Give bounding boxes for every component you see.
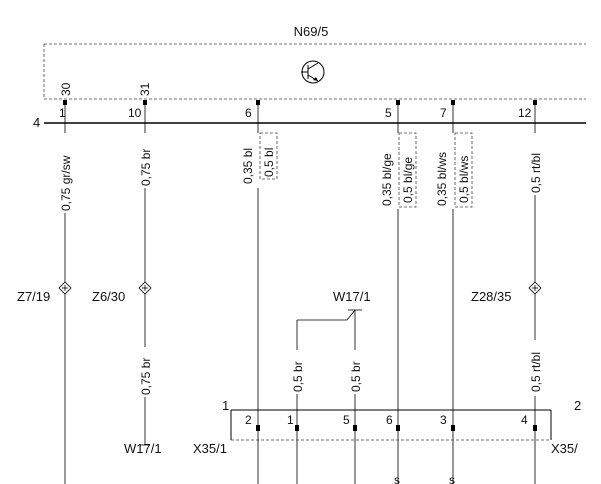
- module-pin-number: 1: [59, 106, 66, 120]
- splice-icon: [528, 281, 542, 295]
- wire-label: 0,5 br: [349, 361, 363, 392]
- connector-pin-number: 3: [440, 413, 447, 427]
- connector-label-left: X35/1: [193, 441, 227, 456]
- connector-edge-label: 2: [574, 398, 581, 413]
- transistor-icon: [301, 60, 325, 84]
- module-pin-number: 12: [518, 106, 532, 120]
- connector-pin-number: 1: [287, 413, 294, 427]
- bottom-mark: s: [449, 473, 455, 484]
- module-pin-number: 10: [128, 106, 142, 120]
- connector-edge-label: 1: [222, 398, 229, 413]
- splice-label: Z6/30: [92, 289, 125, 304]
- module-pin-number: 6: [245, 106, 252, 120]
- bus-label: 4: [33, 115, 40, 130]
- splice-label: Z7/19: [17, 289, 50, 304]
- connector-pin-number: 5: [343, 413, 350, 427]
- wire-label: 0,35 bl/ge: [380, 153, 394, 206]
- connector-pin-number: 6: [386, 413, 393, 427]
- connector-pin-number: 4: [521, 413, 528, 427]
- wire-label: 0,75 br: [139, 149, 153, 186]
- wire-label: 0,5 br: [291, 361, 305, 392]
- pin-top-label: 31: [138, 82, 152, 96]
- wire-label-alt: 0,5 bl/ge: [401, 157, 415, 203]
- alt-wire-box: [454, 132, 473, 208]
- wire-label-alt: 0,5 bl: [262, 148, 276, 177]
- wire-label: 0,75 gr/sw: [59, 155, 73, 211]
- connector-label-right: X35/: [551, 441, 578, 456]
- splice-icon: [138, 281, 152, 295]
- module-pin-terminals: [63, 100, 537, 105]
- alt-wire-box: [259, 132, 278, 180]
- ground-branch: [297, 309, 362, 321]
- module-name: N69/5: [294, 24, 329, 39]
- wire-label: 0,35 bl/ws: [435, 152, 449, 206]
- ground-label: W17/1: [333, 289, 371, 304]
- wire-label: 0,35 bl: [241, 148, 255, 184]
- splice-icon: [58, 281, 72, 295]
- wire-label: 0,75 br: [139, 358, 153, 395]
- wire-label: 0,5 rt/bl: [529, 153, 543, 193]
- wire-label-alt: 0,5 bl/ws: [457, 156, 471, 203]
- module-box: [43, 43, 586, 100]
- ground-label: W17/1: [124, 441, 162, 456]
- module-pin-number: 5: [385, 106, 392, 120]
- wire-label: 0,5 rt/bl: [529, 352, 543, 392]
- pin-top-label: 30: [59, 82, 73, 96]
- splice-label: Z28/35: [471, 289, 511, 304]
- connector-pin-terminals: [256, 425, 537, 431]
- alt-wire-box: [398, 132, 417, 208]
- module-pin-number: 7: [440, 106, 447, 120]
- bottom-mark: s: [394, 473, 400, 484]
- connector-pin-number: 2: [245, 413, 252, 427]
- connector-x35: [230, 409, 552, 441]
